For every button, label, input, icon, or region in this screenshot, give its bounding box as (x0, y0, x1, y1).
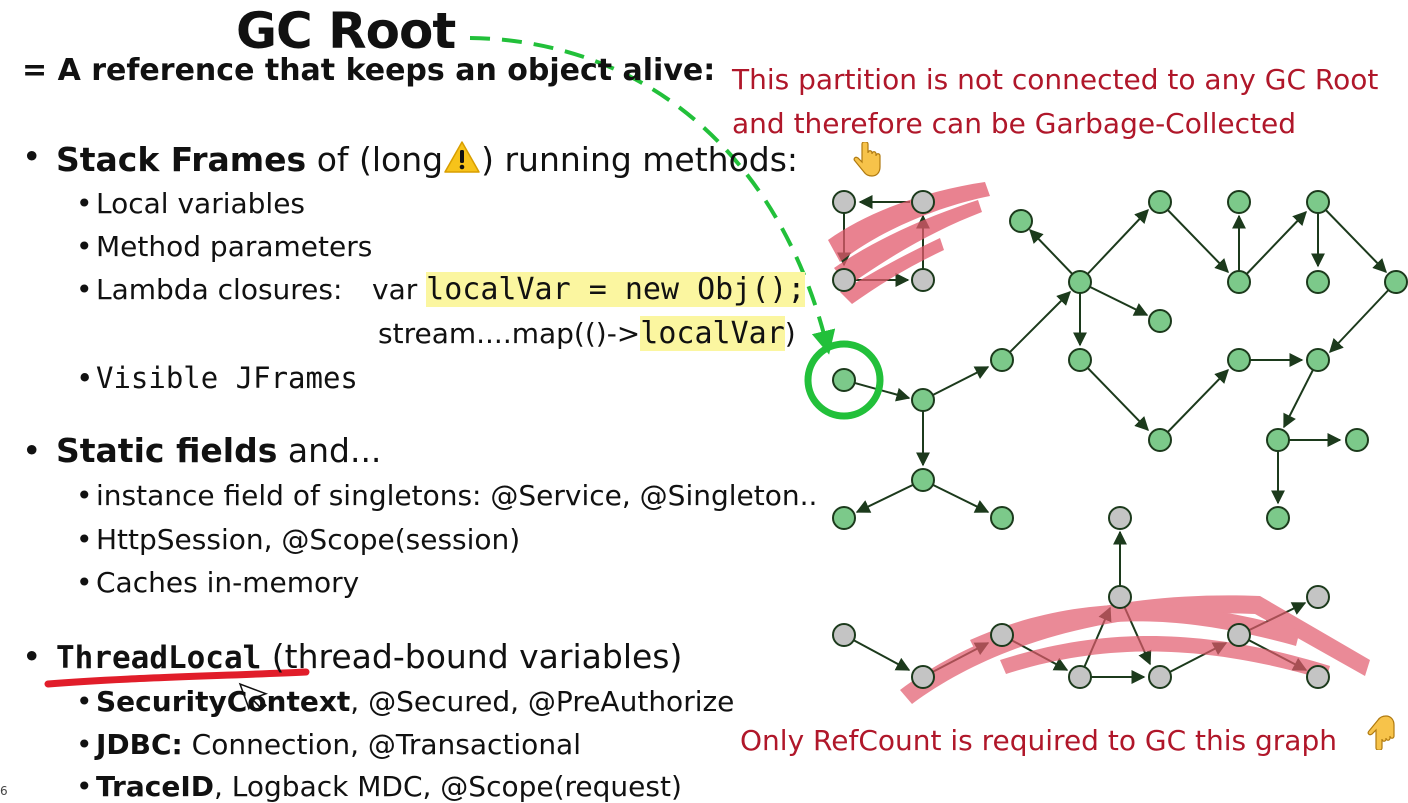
trace-id-item: TraceID, Logback MDC, @Scope(request) (76, 770, 682, 803)
lambda-label: Lambda closures: (96, 273, 343, 306)
jdbc-item: JDBC: Connection, @Transactional (76, 728, 581, 761)
lambda-closures-item: Lambda closures: (76, 273, 343, 306)
static-fields-rest: and... (277, 431, 382, 470)
visible-jframes-item: Visible JFrames (76, 364, 358, 394)
security-bold: SecurityContext (96, 685, 351, 718)
stack-frames-item: Stack Frames of (long ) running methods: (22, 140, 799, 179)
jdbc-rest: Connection, @Transactional (182, 728, 581, 761)
scribble-bottom (900, 595, 1370, 704)
stream-code: localVar (640, 316, 785, 351)
callout-top-line2: and therefore can be Garbage-Collected (732, 107, 1297, 140)
stack-frames-bold: Stack Frames (56, 140, 307, 179)
stream-code-line: stream....map(()->localVar) (378, 316, 796, 351)
slide-title: GC Root (236, 2, 456, 60)
security-context-item: SecurityContext, @Secured, @PreAuthorize (76, 685, 735, 718)
stack-frames-pre: of (long (306, 140, 444, 179)
stack-frames-post: ) running methods: (481, 140, 799, 179)
trace-bold: TraceID (96, 770, 214, 803)
singletons-item: instance field of singletons: @Service, … (76, 482, 817, 511)
page-number: 6 (0, 784, 8, 798)
gc-root-ring (804, 340, 884, 420)
pointing-down-hand-icon (853, 142, 881, 177)
threadlocal-rest: (thread-bound variables) (261, 637, 683, 676)
callout-top-line1: This partition is not connected to any G… (732, 63, 1379, 96)
threadlocal-code: ThreadLocal (56, 640, 262, 676)
local-variables-item: Local variables (76, 190, 305, 219)
pointing-up-hand-icon (1367, 715, 1395, 750)
lambda-var-keyword: var (372, 273, 427, 306)
caches-item: Caches in-memory (76, 569, 359, 598)
static-fields-item: Static fields and... (22, 431, 382, 470)
lambda-code-line: var localVar = new Obj(); (372, 272, 806, 307)
stream-pre: stream....map(()-> (378, 317, 641, 350)
callout-bottom: Only RefCount is required to GC this gra… (740, 724, 1337, 757)
jdbc-bold: JDBC: (96, 728, 183, 761)
stream-post: ) (784, 317, 796, 350)
http-session-item: HttpSession, @Scope(session) (76, 526, 520, 555)
lambda-code: localVar = new Obj(); (426, 272, 806, 307)
static-fields-bold: Static fields (56, 431, 278, 470)
threadlocal-item: ThreadLocal (thread-bound variables) (22, 637, 683, 676)
trace-rest: , Logback MDC, @Scope(request) (213, 770, 682, 803)
slide-subtitle: = A reference that keeps an object alive… (22, 53, 716, 88)
security-rest: , @Secured, @PreAuthorize (350, 685, 735, 718)
warning-icon (444, 141, 480, 173)
scribble-top (828, 182, 990, 304)
method-parameters-item: Method parameters (76, 233, 372, 262)
